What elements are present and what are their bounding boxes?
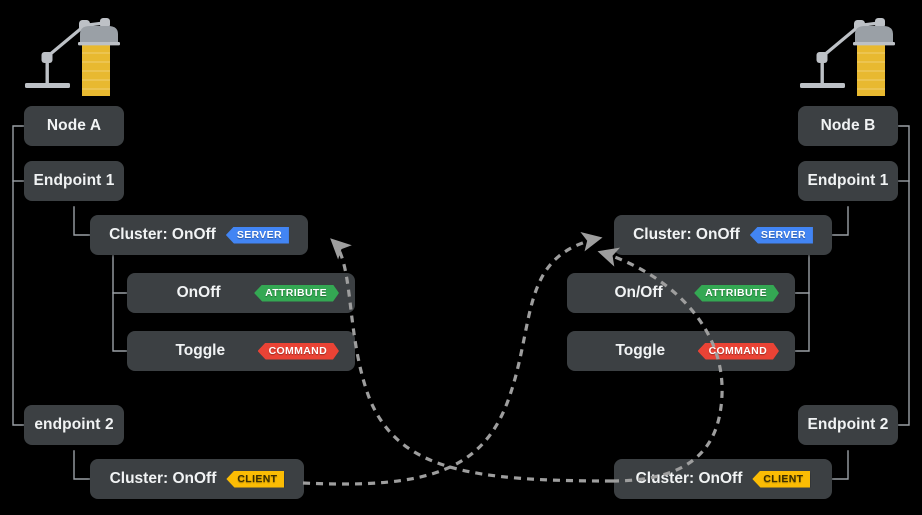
right-endpoint-2-box[interactable]: Endpoint 2 xyxy=(798,405,898,445)
right-endpoint-2-label: Endpoint 2 xyxy=(807,416,889,433)
left-spine xyxy=(12,125,25,426)
lamp-stem xyxy=(45,58,49,84)
left-command-box[interactable]: Toggle COMMAND xyxy=(127,331,355,371)
node-a-box[interactable]: Node A xyxy=(24,106,124,146)
left-endpoint-1-box[interactable]: Endpoint 1 xyxy=(24,161,124,201)
lamp-light-beam xyxy=(82,44,110,96)
right-command-box[interactable]: Toggle COMMAND xyxy=(567,331,795,371)
right-endpoint2-cluster-box[interactable]: Cluster: OnOff CLIENT xyxy=(614,459,832,499)
right-endpoint-1-label: Endpoint 1 xyxy=(807,172,889,189)
lamp-stem xyxy=(820,58,824,84)
client-badge: CLIENT xyxy=(752,470,811,488)
left-endpoint1-cluster-box[interactable]: Cluster: OnOff SERVER xyxy=(90,215,308,255)
right-endpoint1-to-cluster xyxy=(831,206,849,236)
right-endpoint1-cluster-label: Cluster: OnOff xyxy=(633,226,740,243)
left-cluster-to-attribute xyxy=(112,251,128,294)
right-endpoint1-cluster-box[interactable]: Cluster: OnOff SERVER xyxy=(614,215,832,255)
lamp-shade xyxy=(80,26,118,44)
server-badge: SERVER xyxy=(749,226,813,244)
node-b-box[interactable]: Node B xyxy=(798,106,898,146)
desk-lamp-icon-left xyxy=(25,18,120,96)
right-endpoint-1-box[interactable]: Endpoint 1 xyxy=(798,161,898,201)
lamp-shade-lip xyxy=(78,42,120,46)
left-endpoint-1-label: Endpoint 1 xyxy=(33,172,115,189)
lamp-joint-head xyxy=(100,18,110,28)
left-endpoint2-cluster-box[interactable]: Cluster: OnOff CLIENT xyxy=(90,459,304,499)
right-attribute-box[interactable]: On/Off ATTRIBUTE xyxy=(567,273,795,313)
right-cluster-to-command xyxy=(794,292,810,352)
right-spine xyxy=(897,125,910,426)
server-badge: SERVER xyxy=(225,226,289,244)
left-cluster-to-command xyxy=(112,292,128,352)
lamp-arm xyxy=(46,24,86,58)
right-cluster-to-attribute xyxy=(794,251,810,294)
lamp-light-beam xyxy=(857,44,885,96)
lamp-base xyxy=(800,83,845,88)
left-endpoint1-cluster-label: Cluster: OnOff xyxy=(109,226,216,243)
attribute-badge: ATTRIBUTE xyxy=(694,285,779,302)
left-endpoint-2-label: endpoint 2 xyxy=(34,416,114,433)
left-endpoint-2-box[interactable]: endpoint 2 xyxy=(24,405,124,445)
node-a-label: Node A xyxy=(46,117,102,134)
left-endpoint2-to-cluster xyxy=(73,450,91,480)
command-badge: COMMAND xyxy=(698,343,779,360)
left-endpoint1-to-cluster xyxy=(73,206,91,236)
attribute-badge: ATTRIBUTE xyxy=(254,285,339,302)
lamp-shade-lip xyxy=(853,42,895,46)
right-attribute-label: On/Off xyxy=(614,284,663,301)
client-badge: CLIENT xyxy=(226,470,285,488)
lamp-joint-head xyxy=(875,18,885,28)
command-badge: COMMAND xyxy=(258,343,339,360)
node-b-label: Node B xyxy=(820,117,876,134)
lamp-base xyxy=(25,83,70,88)
lamp-shade xyxy=(855,26,893,44)
left-attribute-box[interactable]: OnOff ATTRIBUTE xyxy=(127,273,355,313)
left-command-label: Toggle xyxy=(175,342,226,359)
desk-lamp-icon-right xyxy=(800,18,895,96)
right-endpoint2-cluster-label: Cluster: OnOff xyxy=(635,470,743,487)
right-endpoint2-to-cluster xyxy=(831,450,849,480)
lamp-arm xyxy=(821,24,861,58)
right-command-label: Toggle xyxy=(615,342,666,359)
left-attribute-label: OnOff xyxy=(176,284,221,301)
left-endpoint2-cluster-label: Cluster: OnOff xyxy=(109,470,217,487)
